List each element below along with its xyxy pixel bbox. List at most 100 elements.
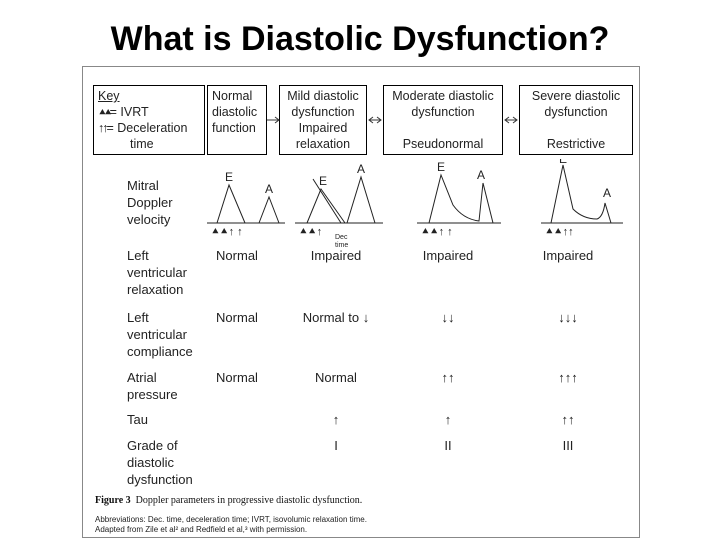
connector-arrow-head: [368, 116, 374, 124]
row-label-atrial: Atrial pressure: [127, 369, 227, 403]
header-moderate-line: Moderate diastolic: [392, 89, 494, 103]
caption-text: Doppler parameters in progressive diasto…: [135, 495, 363, 506]
doppler-label-line: velocity: [127, 212, 171, 227]
cell-relaxation-severe: Impaired: [542, 248, 594, 263]
a-wave-mild: [346, 175, 376, 224]
key-heading: Key: [98, 89, 120, 103]
cell-compliance-normal: Normal: [216, 310, 258, 325]
cell-relaxation-normal: Normal: [216, 248, 258, 263]
a-label: A: [603, 186, 611, 200]
e-label: E: [319, 174, 327, 188]
cell-compliance-mild: Normal to ↓: [302, 310, 370, 325]
cell-atrial-moderate: ↑↑: [441, 370, 455, 385]
header-moderate: Moderate diastolic dysfunction Pseudonor…: [383, 85, 503, 155]
row-label-line: Atrial: [127, 370, 157, 385]
header-mild-line: dysfunction: [291, 105, 355, 119]
waveform-moderate: [428, 173, 494, 224]
header-severe-line: dysfunction: [544, 105, 608, 119]
header-connectors: [267, 116, 518, 124]
ivrt-arrow-icon: ⯅⯅↑: [299, 226, 322, 238]
connector-arrow-head: [512, 116, 518, 124]
row-label-compliance: Left ventricular compliance: [127, 309, 227, 360]
row-label-line: Left: [127, 248, 149, 263]
cell-compliance-severe: ↓↓↓: [558, 310, 578, 325]
ivrt-arrow-icon: ⯅⯅↑ ↑: [421, 226, 453, 238]
abbreviations-line: Adapted from Zile et al² and Redfield et…: [95, 525, 308, 534]
ivrt-arrow-icon: ⯅⯅↑↑: [545, 226, 574, 238]
e-label: E: [437, 160, 445, 174]
cell-grade-moderate: II: [444, 438, 452, 453]
cell-tau-severe: ↑↑: [561, 412, 575, 427]
row-label-relaxation: Left ventricular relaxation: [127, 247, 227, 298]
a-label: A: [265, 182, 273, 196]
row-label-line: Left: [127, 310, 149, 325]
header-moderate-line: Pseudonormal: [402, 137, 484, 151]
ivrt-arrow-icon: ⯅⯅↑ ↑: [211, 226, 243, 238]
header-severe: Severe diastolic dysfunction Restrictive: [519, 85, 633, 155]
a-label: A: [357, 162, 365, 176]
connector-arrow-head: [274, 116, 280, 124]
doppler-label-line: Doppler: [127, 195, 173, 210]
key-decel-text-2: time: [130, 137, 154, 151]
connector-arrow-head: [504, 116, 510, 124]
doppler-label: Mitral Doppler velocity: [127, 177, 227, 228]
e-label: E: [559, 159, 567, 166]
figure-caption: Figure 3 Doppler parameters in progressi…: [95, 495, 362, 506]
header-normal-line: function: [212, 121, 256, 135]
row-label-line: Grade of: [127, 438, 178, 453]
header-normal-line: diastolic: [212, 105, 258, 119]
dec-time-label: Dec: [335, 234, 348, 241]
row-label-line: compliance: [127, 344, 193, 359]
header-moderate-line: dysfunction: [411, 105, 475, 119]
row-label-line: ventricular: [127, 265, 187, 280]
doppler-waveforms: E A E A E A E A Dec time ⯅⯅↑ ↑ ⯅⯅↑ ⯅⯅↑ ↑…: [207, 159, 623, 249]
decel-slope-line: [312, 178, 342, 224]
dec-time-label: time: [335, 242, 348, 249]
slide-title: What is Diastolic Dysfunction?: [110, 20, 610, 58]
cell-tau-mild: ↑: [332, 412, 340, 427]
cell-atrial-mild: Normal: [315, 370, 357, 385]
header-severe-line: Severe diastolic: [531, 89, 621, 103]
abbreviations: Abbreviations: Dec. time, deceleration t…: [95, 515, 615, 535]
e-wave-normal: [216, 183, 246, 224]
double-arrow-icon: ⯅⯅: [98, 107, 113, 119]
header-mild-line: relaxation: [295, 137, 351, 151]
row-label-line: ventricular: [127, 327, 187, 342]
header-normal-line: Normal: [212, 89, 253, 103]
header-mild-line: Mild diastolic: [287, 89, 359, 103]
key-decel-row: ↑↑= Deceleration: [98, 120, 200, 136]
doppler-label-line: Mitral: [127, 178, 159, 193]
diagram-figure: Key ⯅⯅= IVRT ↑↑= Deceleration time Norma…: [82, 66, 640, 538]
row-label-grade: Grade of diastolic dysfunction: [127, 437, 227, 488]
header-mild-line: Impaired: [298, 121, 348, 135]
a-label: A: [477, 168, 485, 182]
key-decel-text: = Deceleration: [106, 121, 188, 135]
cell-atrial-severe: ↑↑↑: [558, 370, 578, 385]
cell-tau-moderate: ↑: [444, 412, 452, 427]
e-label: E: [225, 170, 233, 184]
cell-grade-mild: I: [334, 438, 338, 453]
row-label-line: relaxation: [127, 282, 184, 297]
connector-arrow-head: [376, 116, 382, 124]
header-normal: Normal diastolic function: [207, 85, 267, 155]
row-label-line: dysfunction: [127, 472, 193, 487]
cell-atrial-normal: Normal: [216, 370, 258, 385]
a-wave-normal: [258, 195, 280, 224]
cell-compliance-moderate: ↓↓: [441, 310, 455, 325]
e-wave-mild: [306, 187, 346, 224]
cell-grade-severe: III: [562, 438, 574, 453]
waveform-severe: [550, 164, 612, 224]
cell-relaxation-mild: Impaired: [310, 248, 362, 263]
cell-relaxation-moderate: Impaired: [422, 248, 474, 263]
abbreviations-line: Abbreviations: Dec. time, deceleration t…: [95, 515, 367, 524]
key-box: Key ⯅⯅= IVRT ↑↑= Deceleration time: [93, 85, 205, 155]
header-severe-line: Restrictive: [546, 137, 606, 151]
caption-prefix: Figure 3: [95, 495, 131, 506]
row-label-line: pressure: [127, 387, 178, 402]
row-label-line: diastolic: [127, 455, 174, 470]
key-ivrt-row: ⯅⯅= IVRT: [98, 104, 200, 120]
row-label-tau: Tau: [127, 411, 227, 428]
row-label-line: Tau: [127, 412, 148, 427]
thin-double-arrow-icon: ↑↑: [98, 121, 108, 135]
key-ivrt-text: = IVRT: [109, 105, 149, 119]
